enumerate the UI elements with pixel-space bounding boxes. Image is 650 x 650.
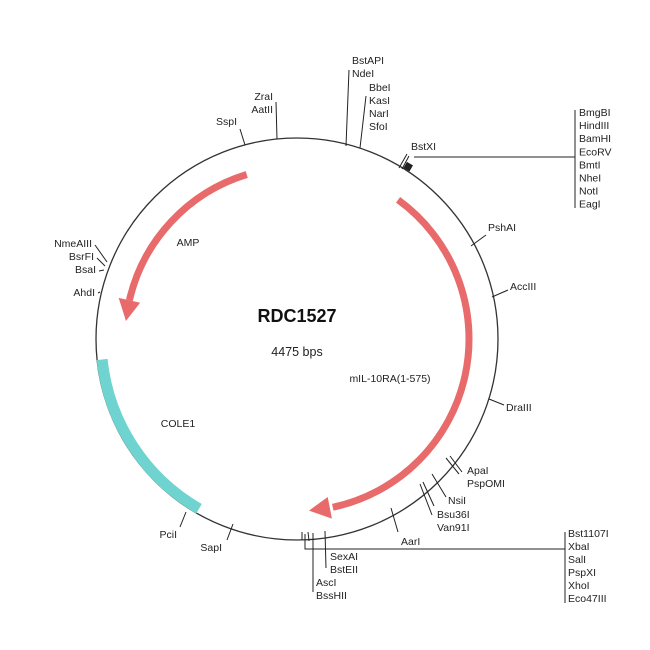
- site-label[interactable]: NarI: [369, 108, 389, 120]
- feature-mil10ra-arc[interactable]: [332, 197, 473, 511]
- site-label[interactable]: EagI: [579, 199, 601, 211]
- site-label[interactable]: BssHII: [316, 590, 347, 602]
- feature-amp-arc[interactable]: [125, 171, 248, 302]
- site-label[interactable]: SalI: [568, 554, 586, 566]
- site-label[interactable]: BstEII: [330, 564, 358, 576]
- site-label[interactable]: BsaI: [75, 264, 96, 276]
- site-label[interactable]: XbaI: [568, 541, 590, 553]
- site-label[interactable]: Eco47III: [568, 593, 607, 605]
- site-label[interactable]: SexAI: [330, 551, 358, 563]
- site-label[interactable]: XhoI: [568, 580, 590, 592]
- site-label[interactable]: BstAPI: [352, 55, 384, 67]
- site-label[interactable]: ZraI: [254, 91, 273, 103]
- site-label[interactable]: SfoI: [369, 121, 388, 133]
- site-label[interactable]: NmeAIII: [54, 238, 92, 250]
- site-label[interactable]: BbeI: [369, 82, 391, 94]
- mcs1-leader: [398, 110, 576, 208]
- site-label[interactable]: SspI: [216, 116, 237, 128]
- site-cluster-mark: [403, 161, 413, 172]
- site-label[interactable]: AarI: [401, 536, 420, 548]
- site-label[interactable]: Bsu36I: [437, 509, 470, 521]
- site-label[interactable]: AhdI: [73, 287, 95, 299]
- site-label[interactable]: PspXI: [568, 567, 596, 579]
- site-label[interactable]: NdeI: [352, 68, 374, 80]
- site-lines-bottom-left: [179, 511, 234, 541]
- site-label[interactable]: BsrFI: [69, 251, 94, 263]
- site-label[interactable]: HindIII: [579, 120, 609, 132]
- plasmid-name: RDC1527: [257, 306, 336, 326]
- feature-label-amp: AMP: [177, 237, 200, 249]
- site-label[interactable]: AccIII: [510, 281, 536, 293]
- arrowhead-amp-icon: [118, 297, 141, 322]
- arrowhead-mil10ra-icon: [308, 497, 332, 519]
- site-label[interactable]: BmtI: [579, 159, 601, 171]
- site-label[interactable]: NotI: [579, 186, 598, 198]
- feature-label-cole1: COLE1: [161, 418, 196, 430]
- site-label[interactable]: KasI: [369, 95, 390, 107]
- site-lines-top: [239, 69, 367, 149]
- site-label[interactable]: AscI: [316, 577, 336, 589]
- site-label[interactable]: Bst1107I: [568, 528, 609, 540]
- site-lines-right: [390, 234, 509, 533]
- site-label[interactable]: AatII: [251, 104, 273, 116]
- site-label[interactable]: ApaI: [467, 465, 489, 477]
- site-label[interactable]: Van91I: [437, 522, 470, 534]
- site-lines-left: [94, 244, 108, 294]
- site-label[interactable]: DraIII: [506, 402, 532, 414]
- site-label[interactable]: BmgBI: [579, 107, 611, 119]
- site-label[interactable]: BstXI: [411, 141, 436, 153]
- backbone-circle: [95, 137, 499, 541]
- site-label[interactable]: PciI: [159, 529, 177, 541]
- site-label[interactable]: SapI: [200, 542, 222, 554]
- mcs2-leader: [301, 530, 566, 603]
- plasmid-size: 4475 bps: [271, 345, 322, 359]
- feature-cole1-arc[interactable]: [96, 358, 202, 514]
- site-label[interactable]: BamHI: [579, 133, 611, 145]
- site-label[interactable]: PspOMI: [467, 478, 505, 490]
- site-label[interactable]: NsiI: [448, 495, 466, 507]
- feature-label-mil10ra: mIL-10RA(1-575): [349, 373, 430, 385]
- site-label[interactable]: EcoRV: [579, 146, 612, 158]
- site-label[interactable]: PshAI: [488, 222, 516, 234]
- site-label[interactable]: NheI: [579, 173, 601, 185]
